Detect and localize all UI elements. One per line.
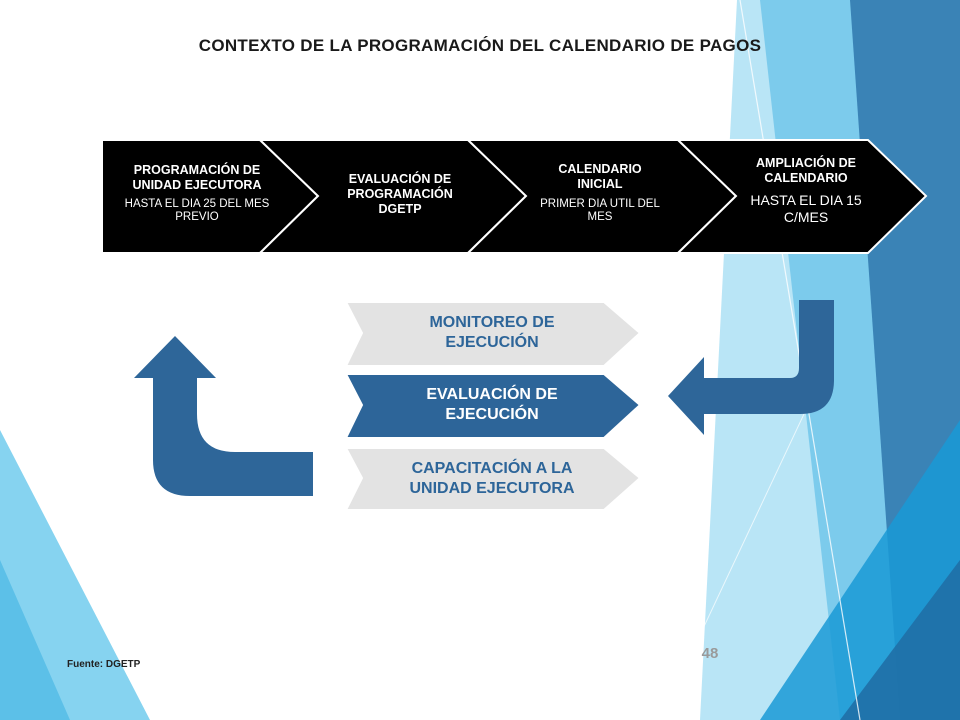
process-step-2: EVALUACIÓN DE PROGRAMACIÓN DGETP xyxy=(330,172,470,217)
feed-arrow-right xyxy=(668,300,834,435)
cycle-step-2-shape xyxy=(344,373,642,439)
process-step-4: AMPLIACIÓN DE CALENDARIO HASTA EL DIA 15… xyxy=(742,156,870,226)
process-step-1: PROGRAMACIÓN DE UNIDAD EJECUTORA HASTA E… xyxy=(112,163,282,224)
process-step-4-detail: HASTA EL DIA 15 C/MES xyxy=(750,192,862,225)
cycle-step-2: EVALUACIÓN DE EJECUCIÓN xyxy=(426,386,558,423)
process-step-3: CALENDARIO INICIAL PRIMER DIA UTIL DEL M… xyxy=(540,162,660,224)
process-step-4-shape xyxy=(675,139,928,254)
process-chevrons xyxy=(101,139,928,254)
page-number: 48 xyxy=(701,645,719,662)
slide-title: CONTEXTO DE LA PROGRAMACIÓN DEL CALENDAR… xyxy=(198,36,762,55)
decor-left xyxy=(0,430,150,720)
cycle-step-1-shape xyxy=(344,301,642,367)
process-step-1-heading: PROGRAMACIÓN DE UNIDAD EJECUTORA xyxy=(132,163,262,192)
cycle-step-3-shape xyxy=(344,447,642,511)
source-note: Fuente: DGETP xyxy=(67,659,141,670)
process-step-1-detail: HASTA EL DIA 25 DEL MES PREVIO xyxy=(124,198,270,223)
cycle-stack xyxy=(344,301,642,511)
cycle-step-3: CAPACITACIÓN A LA UNIDAD EJECUTORA xyxy=(409,460,575,497)
return-arrow-left xyxy=(134,336,313,496)
process-step-3-detail: PRIMER DIA UTIL DEL MES xyxy=(540,198,660,223)
process-step-4-heading: AMPLIACIÓN DE CALENDARIO xyxy=(756,156,856,185)
cycle-step-1: MONITOREO DE EJECUCIÓN xyxy=(429,314,555,351)
process-step-2-heading: EVALUACIÓN DE PROGRAMACIÓN DGETP xyxy=(347,172,453,216)
process-step-3-heading: CALENDARIO INICIAL xyxy=(558,162,642,191)
